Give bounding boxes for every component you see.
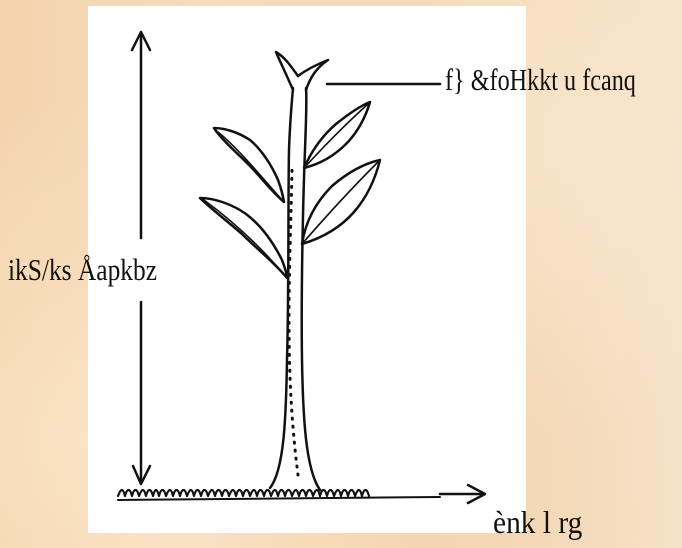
apical-bud (274, 50, 330, 92)
ground-arrow-icon (438, 483, 487, 505)
leaf-middle-right (300, 158, 382, 246)
plant-height-label: ikS/ks Åapkbz (8, 252, 157, 287)
stem (268, 86, 322, 492)
leaf-upper-right (302, 100, 372, 170)
leaf-upper-left (212, 126, 286, 204)
soil-surface-label: ènk l rg (493, 504, 583, 540)
leaf-lower-left (198, 196, 289, 280)
height-arrow-icon (130, 30, 152, 486)
ground-scribble (116, 488, 371, 498)
growing-point-label: f} &foHkkt u fcanq (445, 62, 636, 97)
